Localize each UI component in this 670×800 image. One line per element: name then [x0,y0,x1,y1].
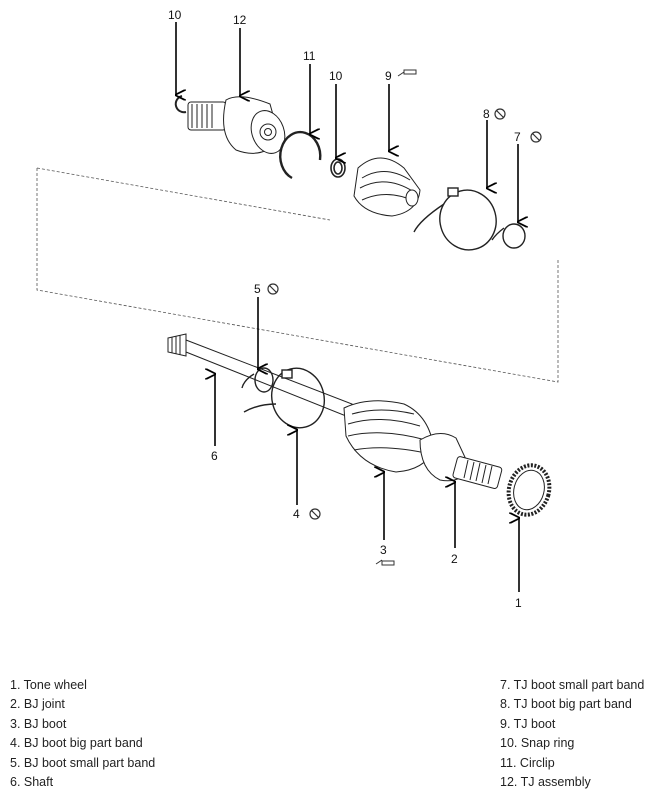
legend-item-tj-boot-big-band: 8. TJ boot big part band [500,697,632,712]
callout-5: 5 [254,282,261,296]
do-not-reuse-icon [267,108,542,520]
callout-11: 11 [303,49,316,63]
snap-ring-upper [174,95,187,114]
callout-3: 3 [380,543,387,557]
exploded-driveshaft-diagram: 10 12 11 10 9 8 7 5 6 4 3 2 1 [36,8,559,610]
tj-boot-small-part-band [491,223,526,249]
bj-joint [419,433,503,489]
callout-10-upper: 10 [168,8,182,22]
callout-12: 12 [233,13,247,27]
bj-boot-big-part-band [243,367,325,429]
legend-item-shaft: 6. Shaft [10,775,54,790]
callout-10-right: 10 [329,69,343,83]
legend-item-bj-boot-big-band: 4. BJ boot big part band [10,736,143,751]
callout-leaders [176,22,519,592]
legend-left: 1. Tone wheel 2. BJ joint 3. BJ boot 4. … [10,676,155,792]
grease-icon [375,69,417,566]
callout-6: 6 [211,449,218,463]
legend-item-circlip: 11. Circlip [500,755,555,770]
legend-right: 7. TJ boot small part band 8. TJ boot bi… [500,676,644,792]
callout-1: 1 [515,596,522,610]
tj-boot-big-part-band [413,187,497,251]
legend-item-tj-boot: 9. TJ boot [500,716,556,731]
legend-item-tj-assembly: 12. TJ assembly [500,775,591,790]
callout-4: 4 [293,507,300,521]
tj-assembly [187,96,286,154]
assembly-dashed-frame [36,167,559,383]
legend-item-tone-wheel: 1. Tone wheel [10,678,87,692]
bj-boot [343,400,435,473]
callout-7: 7 [514,130,521,144]
callout-9: 9 [385,69,392,83]
callout-8: 8 [483,107,490,121]
tone-wheel [506,463,552,517]
callout-2: 2 [451,552,458,566]
tj-boot [353,157,421,217]
legend-item-bj-joint: 2. BJ joint [10,697,65,712]
legend-item-snap-ring: 10. Snap ring [500,736,575,751]
legend-item-bj-boot: 3. BJ boot [10,716,67,731]
snap-ring-right [330,158,346,178]
legend-item-tj-boot-small-band: 7. TJ boot small part band [500,678,645,692]
legend-item-bj-boot-small-band: 5. BJ boot small part band [10,755,156,770]
circlip [279,131,322,180]
